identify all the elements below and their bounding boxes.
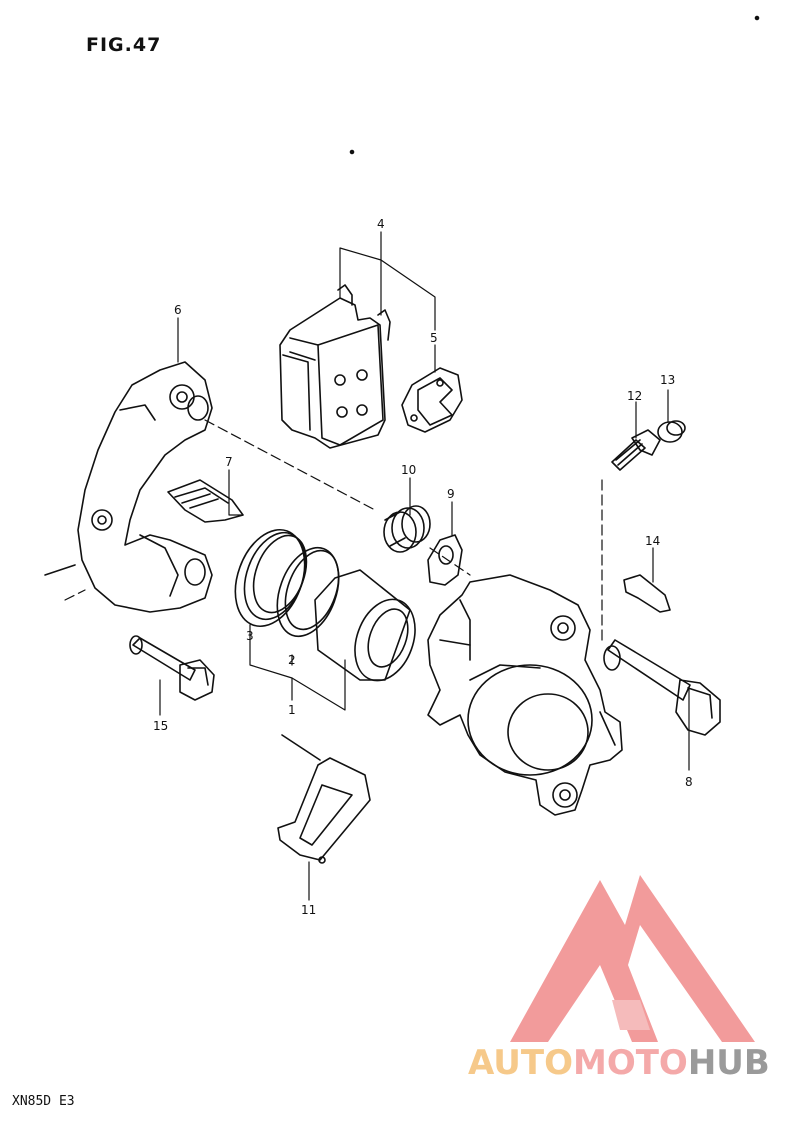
watermark-auto: AUTO (468, 1043, 573, 1083)
callout-14: 14 (645, 534, 660, 548)
callout-5: 5 (430, 331, 438, 345)
callout-6: 6 (174, 303, 182, 317)
pad-shim (401, 367, 463, 433)
figure-title: FIG.47 (86, 34, 162, 56)
callout-11: 11 (301, 903, 316, 917)
stray-dot (349, 149, 355, 155)
leader-lines (159, 231, 690, 901)
caliper-body (427, 574, 623, 816)
model-code: XN85D E3 (12, 1094, 75, 1109)
watermark-hub: HUB (687, 1043, 770, 1083)
boot (383, 505, 431, 553)
callout-15: 15 (153, 719, 168, 733)
callout-2: 2 (288, 653, 296, 667)
brake-pads (279, 284, 391, 449)
boot-cap (427, 534, 463, 586)
watermark-moto: MOTO (572, 1043, 688, 1083)
callout-9: 9 (447, 487, 455, 501)
dust-seal (234, 528, 308, 628)
callout-7: 7 (225, 455, 233, 469)
callout-10: 10 (401, 463, 416, 477)
watermark-text: AUTOMOTOHUB (468, 1043, 770, 1083)
piston (314, 569, 416, 682)
callout-12: 12 (627, 389, 642, 403)
callout-13: 13 (660, 373, 675, 387)
bleeder-screw (611, 429, 661, 471)
callout-4: 4 (377, 217, 385, 231)
pad-retainer (623, 574, 671, 613)
callout-labels: 4 5 6 7 10 9 12 13 14 8 3 2 1 15 11 (153, 217, 693, 917)
retainer-plate (277, 734, 371, 864)
callout-1: 1 (288, 703, 296, 717)
pad-spring-clip (167, 479, 244, 523)
callout-3: 3 (246, 629, 254, 643)
mounting-bolt (129, 635, 215, 701)
caliper-bracket (44, 361, 213, 613)
slide-pin-bolt (603, 639, 721, 736)
callout-8: 8 (685, 775, 693, 789)
piston-seal (276, 546, 340, 638)
bleeder-cap (657, 420, 686, 443)
assembly-lines (64, 419, 603, 641)
watermark-logo-icon (510, 875, 755, 1042)
stray-dot (754, 15, 760, 21)
